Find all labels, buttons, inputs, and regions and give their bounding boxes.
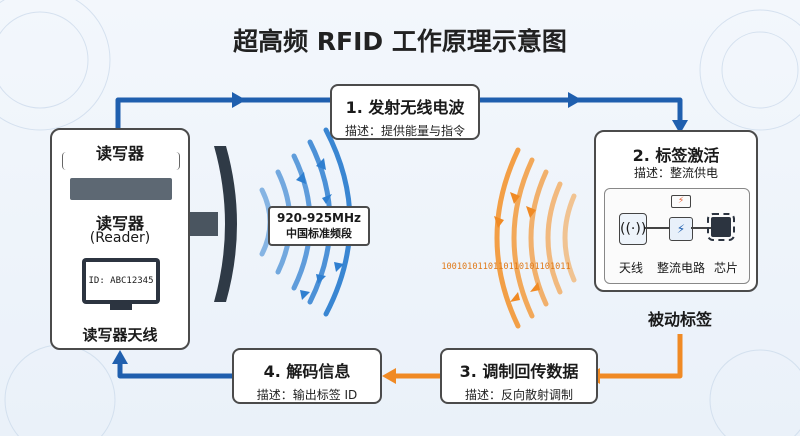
diagram-title: 超高频 RFID 工作原理示意图 [233, 27, 567, 56]
chip-icon [707, 213, 735, 241]
step-1-card: 1. 发射无线电波 描述：提供能量与指令 [330, 84, 480, 140]
step-1-desc: 描述：提供能量与指令 [344, 124, 465, 138]
battery-charging-icon: ⚡ [671, 195, 691, 208]
tag-part-chip-label: 芯片 [713, 261, 738, 275]
reader-screen-id: ID: ABC12345 [88, 276, 154, 286]
top-arrow-head-1 [232, 92, 246, 108]
tag-part-antenna-label: 天线 [618, 261, 643, 275]
reader-name-en: (Reader) [89, 230, 151, 246]
reader-antenna-label: 读写器天线 [82, 326, 158, 344]
tag-box: 2. 标签激活 描述：整流供电 ((·)) ⚡ ⚡ 天线 整流电路 芯片 [594, 130, 758, 292]
reader-name: 读写器 [95, 214, 144, 233]
bottom-flow-arrow-orange [394, 334, 683, 379]
bottom-arrow-head-3 [112, 350, 128, 364]
step-4-card: 4. 解码信息 描述：输出标签 ID [232, 348, 382, 404]
step-2-title: 2. 标签激活 [632, 146, 720, 165]
passive-tag-caption: 被动标签 [647, 310, 712, 329]
top-arrow-head-2 [568, 92, 582, 108]
binary-data-stream: 1001010110110110101101011 [441, 262, 571, 272]
reader-heading: 读写器 [95, 144, 144, 163]
tag-connector-2 [691, 227, 711, 229]
step-4-desc: 描述：输出标签 ID [256, 388, 358, 402]
reader-device-bar [70, 178, 172, 200]
frequency-band-label: 920-925MHz 中国标准频段 [268, 206, 370, 246]
top-arrow-head-3 [672, 120, 688, 134]
tag-connector-1 [645, 227, 669, 229]
step-3-card: 3. 调制回传数据 描述：反向散射调制 [440, 348, 598, 404]
tag-inlay: ((·)) ⚡ ⚡ 天线 整流电路 芯片 [604, 188, 750, 284]
frequency-standard: 中国标准频段 [286, 227, 352, 240]
tag-antenna-icon: ((·)) [619, 213, 647, 245]
frequency-value: 920-925MHz [276, 211, 362, 225]
antenna-mount [190, 212, 218, 236]
step-2-desc: 描述：整流供电 [633, 166, 718, 180]
rectifier-icon: ⚡ [669, 217, 693, 241]
backscatter-wave-arrows [494, 192, 540, 302]
bottom-arrow-head-2 [382, 368, 396, 384]
reader-monitor: ID: ABC12345 [82, 258, 160, 304]
antenna-panel [214, 146, 237, 302]
step-3-title: 3. 调制回传数据 [459, 362, 579, 381]
step-4-title: 4. 解码信息 [263, 362, 351, 381]
reader-box: 读写器 读写器 (Reader) ID: ABC12345 读写器天线 [50, 128, 190, 350]
step-3-desc: 描述：反向散射调制 [464, 388, 573, 402]
step-1-title: 1. 发射无线电波 [345, 98, 465, 117]
reader-heading-bracket [62, 152, 180, 170]
tag-part-rectifier-label: 整流电路 [656, 261, 705, 275]
backscatter-waves [494, 147, 577, 329]
reader-monitor-screen: ID: ABC12345 [86, 262, 156, 300]
bottom-flow-arrow-blue [117, 362, 232, 379]
top-flow-arrow [115, 97, 683, 128]
reader-monitor-stand [110, 304, 132, 310]
